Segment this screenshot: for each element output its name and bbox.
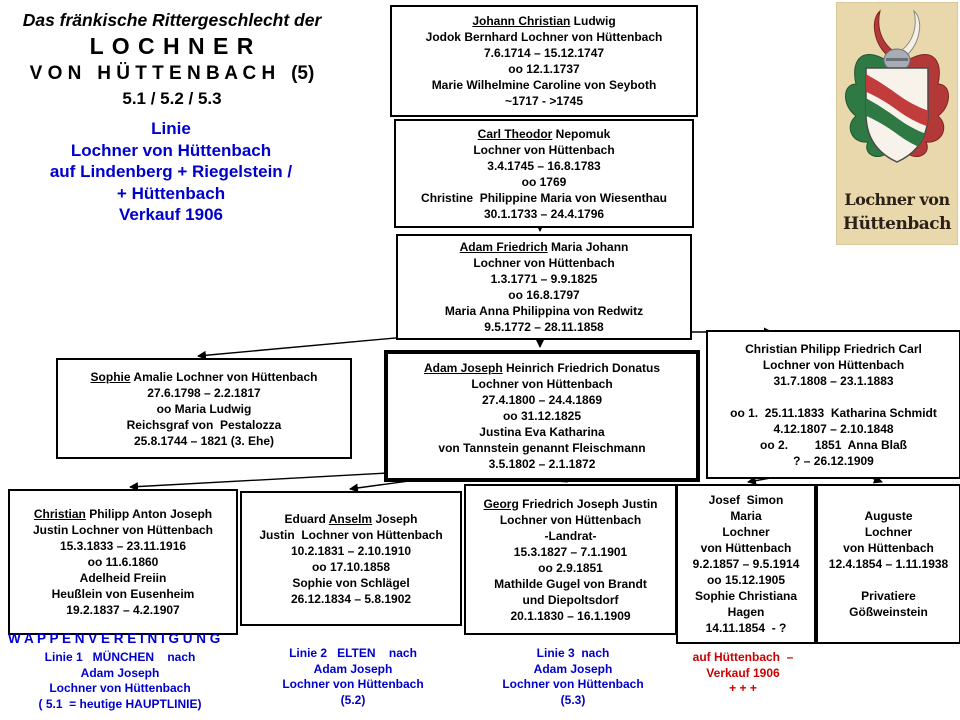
title-line-2: L O C H N E R <box>89 33 255 59</box>
horn-left <box>873 9 893 55</box>
helmet-visor <box>886 58 908 61</box>
wappenvereinigung-label: W A P P E N V E R E I N I G U N G <box>8 631 221 646</box>
shield-red-bend <box>866 72 928 128</box>
huettenbach-verkauf-note: auf Hüttenbach –Verkauf 1906+ + + <box>692 650 794 695</box>
title-block: Das fränkische Rittergeschlecht der L O … <box>4 8 340 111</box>
title-line-4: 5.1 / 5.2 / 5.3 <box>122 89 222 108</box>
coat-of-arms: Lochner von Hüttenbach <box>836 2 958 245</box>
shield-green-bend <box>866 96 928 152</box>
crest-caption-line-1: Lochner von <box>844 190 950 209</box>
title-line-1: Das fränkische Rittergeschlecht der <box>22 10 322 30</box>
horn-right <box>901 9 921 55</box>
crest-caption-line-2: Hüttenbach <box>843 214 951 234</box>
coat-of-arms-graphic <box>836 2 958 245</box>
title-line-3: V O N H Ü T T E N B A C H (5) <box>29 63 315 84</box>
coat-of-arms-caption: Lochner von Hüttenbach <box>836 188 958 236</box>
arrow-adam-joseph-to-christian-justin <box>129 470 426 492</box>
